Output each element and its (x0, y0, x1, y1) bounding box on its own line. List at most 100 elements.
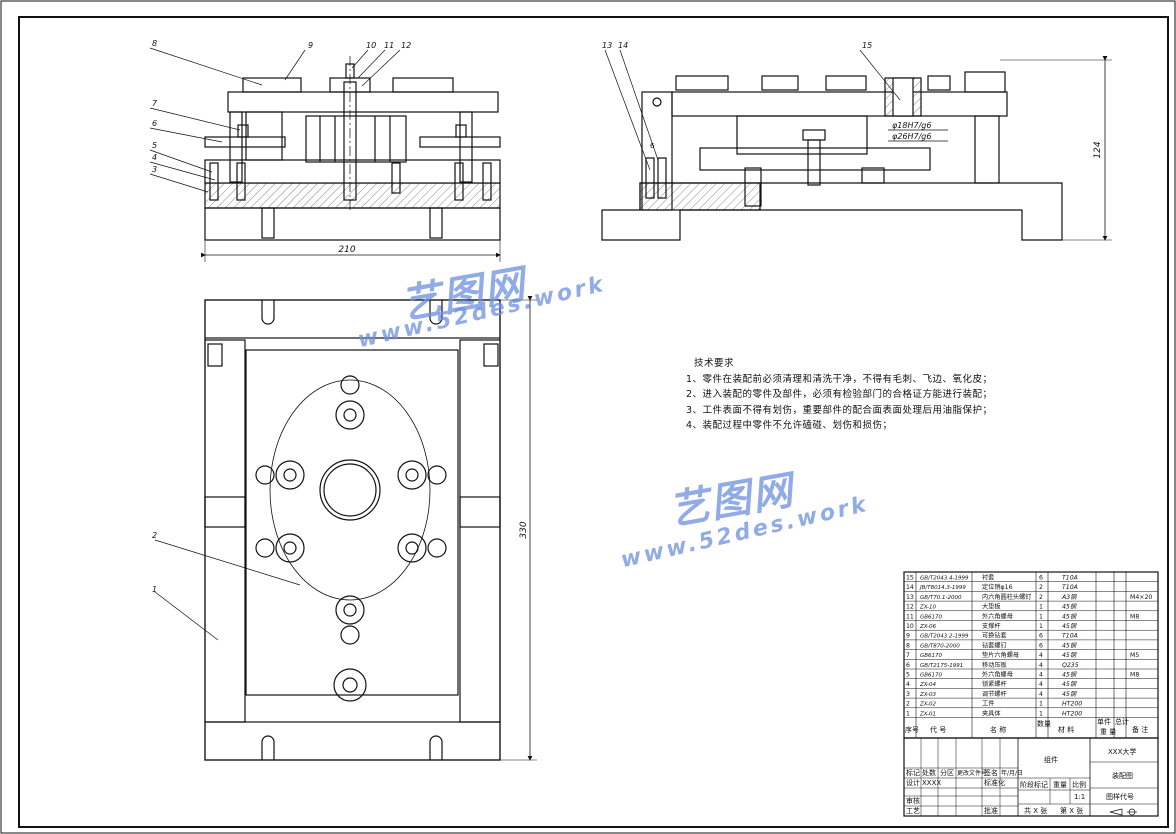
front-view (204, 56, 501, 241)
tb-count: 处数 (922, 768, 936, 777)
bom-cell-name: 外六角螺母 (982, 671, 1013, 679)
tb-scale: 比例 (1072, 780, 1086, 789)
bom-cell-code: JB/T8014.3-1999 (919, 585, 966, 591)
bom-cell-name: 外六角螺母 (982, 612, 1013, 620)
bom-header-name: 名 称 (990, 725, 1006, 734)
bom-cell-mat: 45钢 (1062, 690, 1077, 698)
bom-cell-qty: 1 (1039, 623, 1043, 630)
bom-cell-no: 14 (906, 584, 914, 591)
bom-cell-qty: 4 (1039, 691, 1043, 698)
bom-cell-name: 衬套 (982, 574, 994, 582)
tech-requirements-title: 技术要求 (694, 358, 735, 369)
bom-cell-code: ZX-10 (919, 605, 937, 611)
bom-cell-name: 夹具体 (982, 709, 1001, 717)
tech-requirement-1: 1、零件在装配前必须清理和清洗干净，不得有毛刺、飞边、氧化皮； (686, 373, 993, 385)
tb-process: 工艺 (906, 807, 920, 815)
top-view (204, 299, 501, 761)
balloon-13: 13 (602, 41, 612, 50)
bom-header-qty: 数量 (1037, 719, 1051, 728)
bom-cell-note: M4×20 (1130, 594, 1152, 601)
side-view (601, 71, 1063, 241)
bom-cell-no: 12 (906, 604, 914, 611)
bom-cell-name: 垫片六角螺母 (982, 651, 1019, 659)
inner-border (18, 16, 1169, 828)
bom-header-note: 备 注 (1132, 725, 1148, 734)
bom-cell-mat: 45钢 (1062, 680, 1077, 688)
bom-cell-no: 11 (906, 613, 914, 620)
tech-requirement-4: 4、装配过程中零件不允许磕碰、划伤和损伤； (686, 420, 893, 431)
side-height-dimension: 124 φ18H7/g6 φ26H7/g6 6 (650, 56, 1112, 241)
bom-cell-name: 可换钻套 (982, 632, 1007, 640)
tb-approve: 批准 (984, 806, 998, 815)
dim-length-top: 330 (519, 521, 529, 538)
tb-code: 图样代号 (1106, 792, 1134, 801)
bom-cell-code: GB/T2043.2-1999 (920, 634, 969, 640)
bom-cell-qty: 4 (1039, 681, 1043, 688)
balloon-15: 15 (862, 41, 872, 50)
bom-cell-qty: 6 (1039, 575, 1043, 582)
bom-cell-qty: 1 (1039, 710, 1043, 717)
projection-symbol (1109, 808, 1137, 816)
dim-height-side: 124 (1093, 141, 1103, 158)
bom-cell-name: 钻套螺钉 (982, 641, 1007, 649)
tb-mark: 标记 (906, 768, 920, 777)
dim-width-front: 210 (338, 245, 355, 255)
top-length-dimension: 330 (500, 296, 537, 761)
bom-cell-mat: 45钢 (1062, 641, 1077, 649)
bom-cell-code: GB/T70.1-2000 (920, 595, 962, 601)
tech-requirement-3: 3、工件表面不得有划伤，重要部件的配合面表面处理后用油脂保护； (686, 404, 993, 416)
tb-design: 设计 (906, 778, 920, 787)
bom-cell-note: M8 (1130, 672, 1139, 679)
bom-cell-code: GB/T2043.4-1999 (920, 576, 969, 582)
bom-cell-mat: 45钢 (1062, 603, 1077, 611)
bom-cell-mat: 45钢 (1062, 622, 1077, 630)
bom-cell-no: 6 (906, 662, 910, 669)
bom-cell-qty: 2 (1039, 584, 1043, 591)
bom-cell-name: 大垫板 (982, 603, 1001, 611)
bom-cell-code: ZX-03 (919, 692, 937, 698)
bom-cell-qty: 6 (1039, 633, 1043, 640)
balloon-10: 10 (366, 41, 376, 50)
bom-cell-no: 8 (906, 642, 910, 649)
bom-cell-mat: Q235 (1062, 662, 1079, 669)
tb-university: XXX大学 (1108, 747, 1136, 756)
dim-small: 6 (650, 142, 655, 150)
title-block-text: 组件 XXX大学 装配图 图样代号 阶段标记 重量 比例 1:1 共 X 张 第… (906, 747, 1137, 816)
bom-cell-no: 1 (906, 710, 910, 717)
tb-sheet-no: 第 X 张 (1060, 806, 1083, 815)
balloon-14: 14 (618, 41, 628, 50)
bom-cell-mat: HT200 (1062, 701, 1082, 708)
bom-cell-qty: 1 (1039, 604, 1043, 611)
balloon-3: 3 (152, 165, 157, 174)
bom-cell-qty: 6 (1039, 642, 1043, 649)
bom-cell-no: 5 (906, 672, 910, 679)
balloon-1: 1 (152, 585, 157, 594)
bom-cell-mat: 45钢 (1062, 651, 1077, 659)
bom-cell-qty: 4 (1039, 672, 1043, 679)
bom-cell-no: 13 (906, 594, 914, 601)
balloon-11: 11 (384, 41, 394, 50)
title-block (903, 737, 1159, 817)
balloon-6: 6 (152, 119, 157, 128)
balloon-2: 2 (152, 531, 157, 540)
bom-cell-qty: 4 (1039, 662, 1043, 669)
bom-cell-no: 3 (906, 691, 910, 698)
bom-cell-name: 支撑杆 (982, 622, 1001, 630)
bom-cell-no: 15 (906, 575, 914, 582)
bom-cell-note: M8 (1130, 613, 1139, 620)
tb-stage: 阶段标记 (1020, 780, 1048, 789)
balloon-7: 7 (152, 99, 158, 108)
bom-cell-qty: 4 (1039, 652, 1043, 659)
bom-cell-code: ZX-01 (919, 711, 936, 717)
bom-cell-code: ZX-04 (919, 682, 937, 688)
bom-cell-mat: A3钢 (1061, 593, 1077, 601)
bom-cell-code: ZX-02 (919, 702, 937, 708)
balloon-5: 5 (152, 141, 157, 150)
balloon-8: 8 (152, 39, 157, 48)
bom-cell-no: 7 (906, 652, 910, 659)
tb-change-doc: 更改文件号 (957, 769, 987, 777)
bom-cell-name: 内六角圆柱头螺钉 (982, 593, 1032, 601)
bom-cell-code: GB6170 (920, 673, 943, 679)
